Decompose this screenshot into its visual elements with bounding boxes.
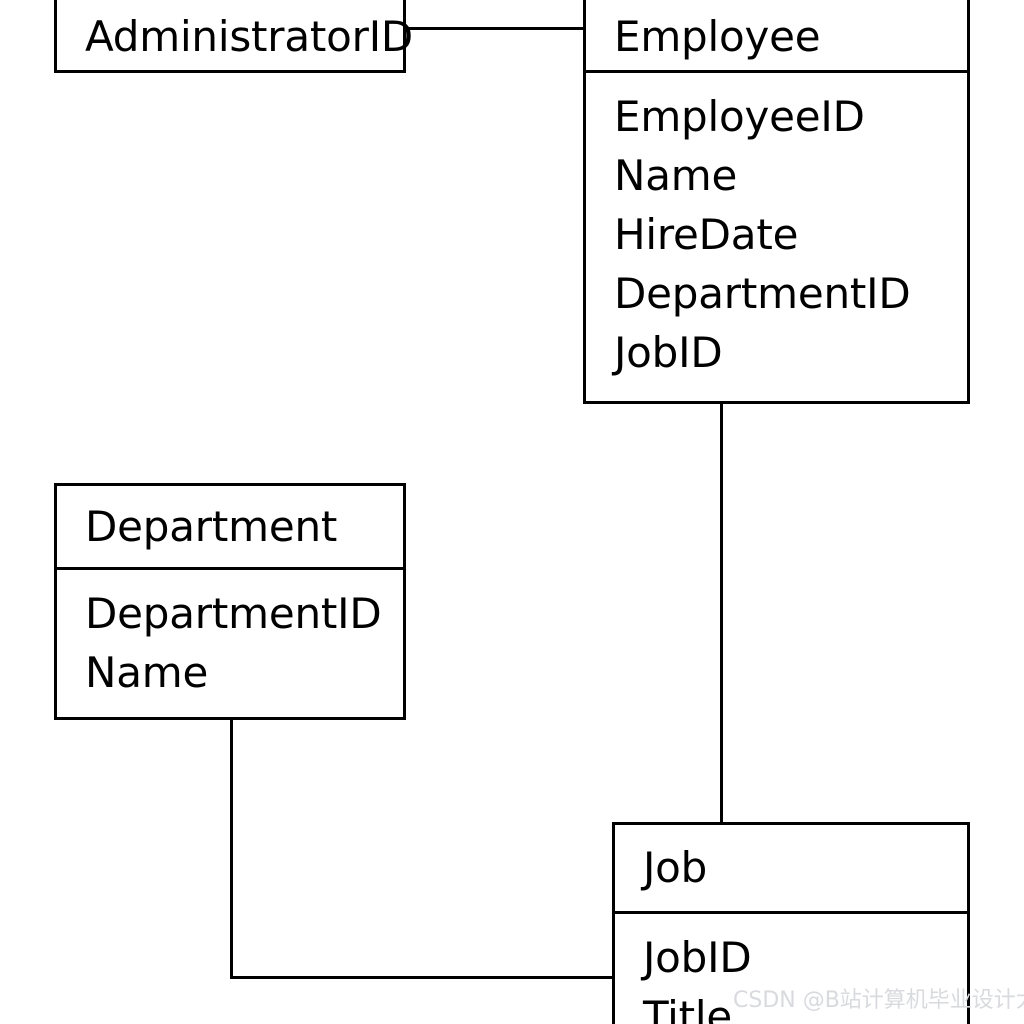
connector-department-to-job-vertical: [230, 717, 233, 979]
attribute-row: DepartmentID: [85, 589, 382, 638]
entity-job-attributes: JobID Title: [615, 914, 967, 1024]
attribute-row: Name: [85, 648, 209, 697]
attribute-row: EmployeeID: [614, 92, 865, 141]
connector-department-to-job-horizontal: [230, 976, 614, 979]
connector-employee-to-job: [720, 399, 723, 824]
entity-administrator[interactable]: AdministratorID: [54, 0, 414, 73]
entity-department-divider: [57, 567, 403, 570]
entity-job-divider: [615, 911, 967, 914]
entity-department[interactable]: Department DepartmentID Name: [54, 483, 406, 720]
entity-job-title: Job: [643, 843, 708, 892]
entity-employee[interactable]: Employee EmployeeID Name HireDate Depart…: [583, 0, 970, 404]
attribute-row: Name: [614, 151, 738, 200]
attribute-row: JobID: [643, 933, 752, 982]
watermark-text: CSDN @B站计算机毕业设计大学: [733, 988, 1024, 1013]
entity-administrator-title: AdministratorID: [85, 11, 414, 61]
entity-job[interactable]: Job JobID Title: [612, 822, 970, 1024]
entity-employee-divider: [586, 70, 967, 73]
entity-department-title: Department: [85, 501, 338, 551]
entity-employee-title: Employee: [614, 11, 821, 61]
attribute-row: JobID: [614, 328, 723, 377]
entity-employee-attributes: EmployeeID Name HireDate DepartmentID Jo…: [586, 73, 967, 401]
attribute-row: HireDate: [614, 210, 799, 259]
attribute-row: Title: [643, 992, 733, 1024]
entity-department-attributes: DepartmentID Name: [57, 570, 403, 720]
attribute-row: DepartmentID: [614, 269, 911, 318]
connector-administrator-to-employee: [403, 27, 585, 30]
